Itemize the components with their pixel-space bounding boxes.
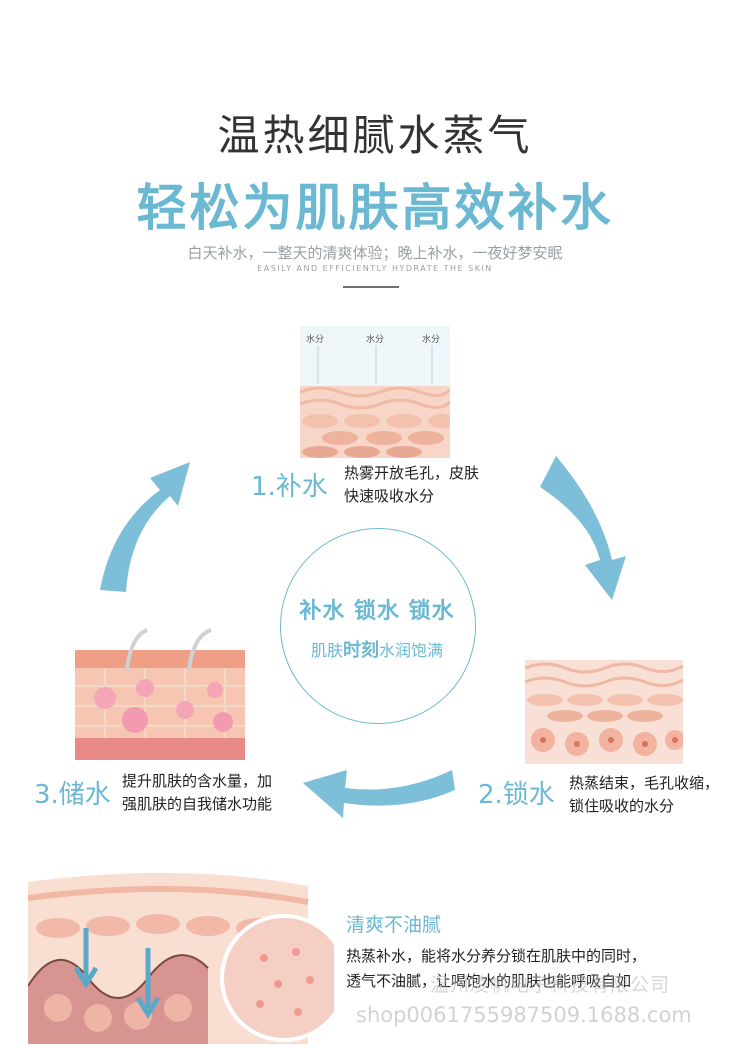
skin-lock-image [524, 660, 685, 764]
step-2-desc-line1: 热蒸结束，毛孔收缩， [569, 774, 720, 792]
step-2-desc-line2: 锁住吸收的水分 [569, 797, 675, 815]
step-2-label: 2.锁水 [478, 780, 555, 810]
benefit-title: 清爽不油腻 [346, 914, 442, 936]
step-3-desc: 提升肌肤的含水量，加 强肌肤的自我储水功能 [122, 770, 272, 816]
benefit-desc: 热蒸补水，能将水分养分锁在肌肤中的同时， 透气不油腻，让喝饱水的肌肤也能呼吸自如 [346, 944, 736, 994]
benefit-desc-line2: 透气不油腻，让喝饱水的肌肤也能呼吸自如 [346, 972, 632, 990]
tagline: 白天补水，一整天的清爽体验；晚上补水，一夜好梦安眠 [187, 244, 563, 262]
page-subtitle: 轻松为肌肤高效补水 [136, 179, 614, 237]
step-1-desc-line2: 快速吸收水分 [344, 487, 435, 505]
step-1-label: 1.补水 [251, 472, 328, 502]
step-3-label: 3.储水 [34, 780, 111, 810]
center-circle [280, 528, 476, 724]
step-1-desc-line1: 热雾开放毛孔，皮肤 [344, 464, 480, 482]
arrow-icon [303, 770, 455, 818]
step-2-desc: 热蒸结束，毛孔收缩， 锁住吸收的水分 [569, 772, 719, 818]
center-caption-bold: 时刻 [343, 640, 379, 661]
tag-label: 水分 [422, 335, 441, 345]
skin-cross-section-image [27, 868, 348, 1044]
step-3-desc-line2: 强肌肤的自我储水功能 [122, 795, 273, 813]
center-headline: 补水 锁水 锁水 [299, 599, 455, 624]
center-caption-pre: 肌肤 [310, 641, 343, 660]
center-caption-post: 水润饱满 [379, 641, 444, 660]
skin-hydrate-image: 水分 水分 水分 [299, 326, 456, 458]
step-1-desc: 热雾开放毛孔，皮肤 快速吸收水分 [344, 462, 479, 508]
step-3-desc-line1: 提升肌肤的含水量，加 [122, 772, 273, 790]
page-title: 温热细腻水蒸气 [217, 111, 533, 160]
arrow-icon [100, 462, 190, 592]
english-tagline: EASILY AND EFFICIENTLY HYDRATE THE SKIN [257, 264, 493, 273]
skin-store-image [75, 626, 245, 760]
tag-label: 水分 [306, 335, 325, 345]
divider [343, 286, 399, 288]
benefit-desc-line1: 热蒸补水，能将水分养分锁在肌肤中的同时， [346, 947, 647, 965]
watermark-url: shop0061755987509.1688.com [356, 1003, 692, 1027]
watermark-company: 温州凌帆电子科技有限公司 [430, 974, 671, 996]
tag-label: 水分 [366, 335, 385, 345]
center-caption: 肌肤时刻水润饱满 [280, 636, 474, 662]
arrow-icon [540, 456, 626, 600]
